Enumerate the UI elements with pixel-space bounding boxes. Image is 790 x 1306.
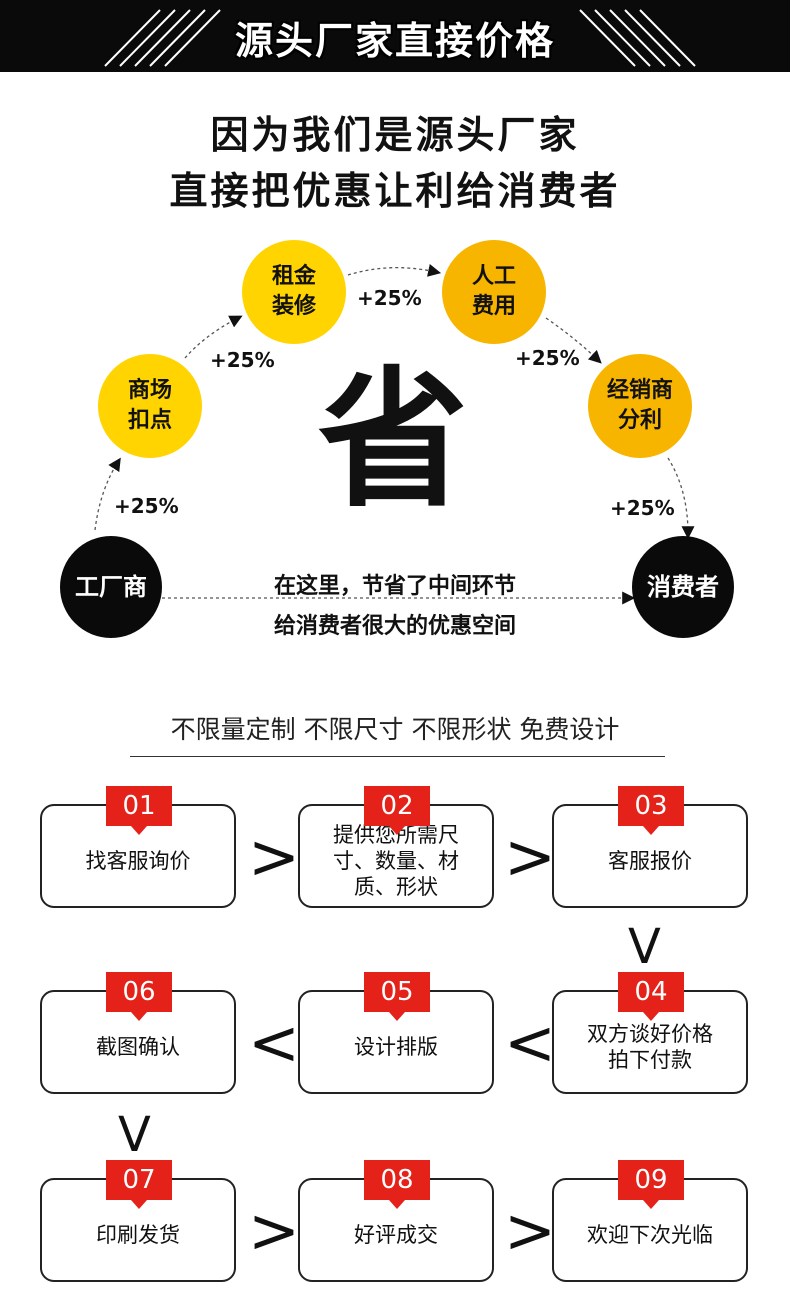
flow-connectors	[94, 263, 695, 605]
rent-label-2: 装修	[271, 294, 316, 319]
subtitle-underline	[130, 756, 665, 757]
pct-dealer-consumer: +25%	[610, 496, 675, 520]
step-number-04: 04	[618, 972, 684, 1021]
shop-label-1: 商场	[127, 378, 172, 403]
step-text-08: 好评成交	[354, 1223, 438, 1247]
step-number-02: 02	[364, 786, 430, 835]
circle-rent: 租金 装修	[242, 240, 346, 344]
save-character: 省	[317, 352, 468, 528]
consumer-label: 消费者	[647, 573, 719, 601]
dealer-label-2: 分利	[617, 408, 662, 433]
banner-title: 源头厂家直接价格	[234, 19, 555, 63]
top-banner: 源头厂家直接价格	[0, 0, 790, 72]
step-text-09: 欢迎下次光临	[587, 1223, 713, 1247]
step-number-07: 07	[106, 1160, 172, 1209]
step-number-09: 09	[618, 1160, 684, 1209]
step-text-03: 客服报价	[608, 849, 692, 873]
dealer-label-1: 经销商	[606, 378, 673, 403]
circle-shop: 商场 扣点	[98, 354, 202, 458]
circle-labor: 人工 费用	[442, 240, 546, 344]
step-number-05: 05	[364, 972, 430, 1021]
saving-line-2: 给消费者很大的优惠空间	[273, 614, 516, 639]
pct-shop-rent: +25%	[210, 348, 275, 372]
arrow-left-5-6: <	[248, 1006, 300, 1079]
arrow-right-2-3: >	[504, 820, 556, 893]
arrow-down-6-7: V	[118, 1107, 151, 1163]
step-number-06: 06	[106, 972, 172, 1021]
banner-stripes	[104, 9, 696, 67]
custom-subtitle: 不限量定制 不限尺寸 不限形状 免费设计	[170, 715, 620, 744]
step-number-01: 01	[106, 786, 172, 835]
headline-line-1: 因为我们是源头厂家	[210, 113, 580, 157]
factory-label: 工厂商	[75, 573, 147, 601]
pct-rent-labor: +25%	[357, 286, 422, 310]
step-text-04: 双方谈好价格拍下付款	[587, 1022, 713, 1072]
arrow-right-7-8: >	[248, 1194, 300, 1267]
step-box-04: 双方谈好价格拍下付款	[552, 990, 748, 1094]
arrow-right-8-9: >	[504, 1194, 556, 1267]
step-number-03: 03	[618, 786, 684, 835]
arrow-left-4-5: <	[504, 1006, 556, 1079]
step-text-05: 设计排版	[354, 1035, 438, 1059]
connector-shop-rent	[184, 315, 243, 359]
rent-label-1: 租金	[271, 264, 316, 289]
arrow-down-3-4: V	[628, 919, 661, 975]
step-text-06: 截图确认	[96, 1035, 180, 1059]
labor-label-1: 人工	[471, 264, 516, 289]
saving-line-1: 在这里，节省了中间环节	[273, 574, 516, 599]
connector-dealer-consumer	[667, 457, 695, 540]
step-box-03: 客服报价	[552, 804, 748, 908]
step-text-01: 找客服询价	[85, 849, 191, 873]
step-number-08: 08	[364, 1160, 430, 1209]
step-box-02: 提供您所需尺寸、数量、材质、形状	[298, 804, 494, 908]
circle-consumer: 消费者	[632, 536, 734, 638]
circle-dealer: 经销商 分利	[588, 354, 692, 458]
pct-factory-shop: +25%	[114, 494, 179, 518]
labor-label-2: 费用	[471, 294, 516, 319]
pct-labor-dealer: +25%	[515, 346, 580, 370]
circle-factory: 工厂商	[60, 536, 162, 638]
connector-factory-shop	[94, 457, 121, 531]
arrow-right-1-2: >	[248, 820, 300, 893]
connector-rent-labor	[347, 263, 442, 277]
connector-labor-dealer	[545, 317, 602, 364]
step-text-02: 提供您所需尺寸、数量、材质、形状	[333, 823, 459, 899]
headline-line-2: 直接把优惠让利给消费者	[169, 169, 621, 213]
step-text-07: 印刷发货	[96, 1223, 180, 1247]
shop-label-2: 扣点	[127, 408, 172, 433]
